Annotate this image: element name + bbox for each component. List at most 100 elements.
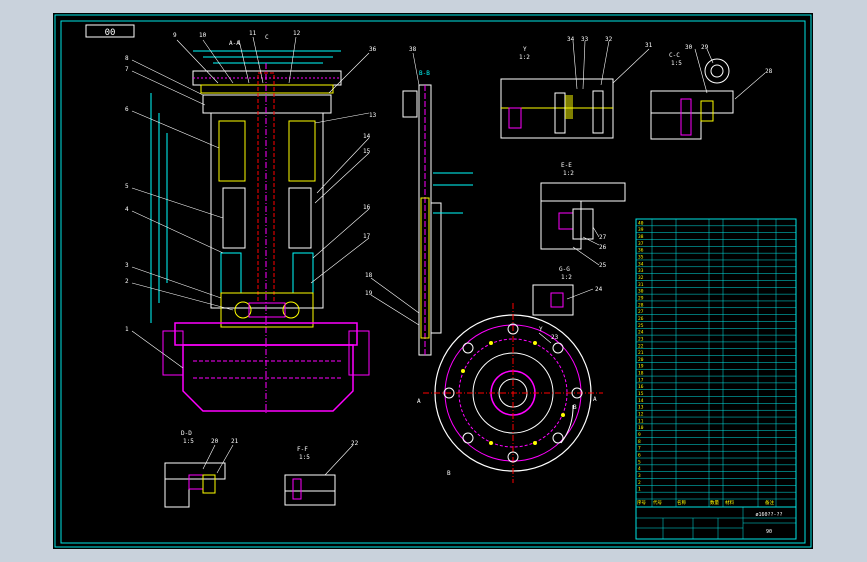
callout: 27 [599, 234, 607, 241]
bom-row-id: 13 [638, 405, 644, 411]
cad-drawing: 00 [54, 14, 812, 548]
section-title: B-B [419, 70, 430, 77]
bom-row-id: 31 [638, 282, 644, 288]
drawing-canvas[interactable]: 00 [53, 13, 813, 549]
bom-row-id: 18 [638, 371, 644, 377]
callout: 19 [365, 290, 373, 297]
callout: A [417, 398, 421, 405]
callout: 26 [599, 244, 607, 251]
bom-row-id: 6 [638, 453, 641, 459]
callout: 3 [125, 262, 129, 269]
bom-row-id: 9 [638, 432, 641, 438]
bom-row-id: 8 [638, 439, 641, 445]
bom-row-id: 1 [638, 487, 641, 493]
detail-title: F-F [297, 446, 308, 453]
plan-view: 23 Y A B B A [417, 303, 603, 483]
code-text: 00 [105, 28, 116, 38]
detail-title: C-C [669, 52, 680, 59]
bom-row-id: 40 [638, 220, 644, 226]
bom-row-id: 39 [638, 227, 644, 233]
outer-frame [54, 14, 812, 548]
callout: 1 [125, 326, 129, 333]
detail-title: E-E [561, 162, 572, 169]
detail-g-g: G-G 1:2 24 [532, 266, 603, 316]
bom-header-cell: 序号 [637, 499, 646, 506]
callout: A [593, 396, 597, 403]
callout: B [447, 470, 451, 477]
bom-row-id: 4 [638, 466, 641, 472]
bom-header-cell: 材料 [725, 499, 734, 506]
bom-row-id: 29 [638, 295, 644, 301]
bom-row-id: 32 [638, 275, 644, 281]
detail-scale: 1:5 [671, 60, 682, 67]
callout: 6 [125, 106, 129, 113]
callout: 7 [125, 66, 129, 73]
detail-scale: 1:5 [299, 454, 310, 461]
detail-scale: 1:2 [561, 274, 572, 281]
callout: 2 [125, 278, 129, 285]
detail-f-f: F-F 1:5 22 [284, 440, 359, 506]
callout: 28 [765, 68, 773, 75]
callout: 15 [363, 148, 371, 155]
callout: 8 [125, 55, 129, 62]
callout: 10 [199, 32, 207, 39]
detail-e-e: E-E 1:2 27 26 25 [540, 162, 626, 269]
title-block: ø160??-?? 90 [635, 506, 797, 540]
callout: A-A [229, 40, 240, 47]
section-b-b: B-B 38 18 19 [365, 46, 473, 356]
sheet-number: 90 [766, 529, 772, 535]
callout: B [573, 404, 577, 411]
callout: 23 [551, 334, 559, 341]
callout: 31 [645, 42, 653, 49]
bom-row-id: 3 [638, 473, 641, 479]
detail-c-c: C-C 1:5 30 29 28 [650, 44, 773, 140]
main-assembly [131, 36, 370, 413]
callout: 5 [125, 183, 129, 190]
bom-row-id: 2 [638, 480, 641, 486]
bom-row-id: 14 [638, 398, 644, 404]
callout: 32 [605, 36, 613, 43]
callout: 11 [249, 30, 257, 37]
bom-row-id: 21 [638, 350, 644, 356]
bom-row-id: 11 [638, 418, 644, 424]
bom-row-id: 33 [638, 268, 644, 274]
bom-row-id: 25 [638, 323, 644, 329]
callout: 18 [365, 272, 373, 279]
detail-scale: 1:5 [183, 438, 194, 445]
bom-row-id: 38 [638, 234, 644, 240]
callout: 16 [363, 204, 371, 211]
callout: 22 [351, 440, 359, 447]
callout: 20 [211, 438, 219, 445]
bom-row-id: 16 [638, 384, 644, 390]
callout: 33 [581, 36, 589, 43]
callout: 4 [125, 206, 129, 213]
callout: 21 [231, 438, 239, 445]
detail-title: G-G [559, 266, 570, 273]
detail-y: Y 1:2 34 33 32 31 [500, 36, 653, 139]
bom-row-id: 10 [638, 425, 644, 431]
detail-scale: 1:2 [563, 170, 574, 177]
callout: 14 [363, 133, 371, 140]
bom-row-id: 30 [638, 289, 644, 295]
bom-row-id: 15 [638, 391, 644, 397]
bom-header-cell: 名称 [677, 499, 686, 506]
bom-row-id: 36 [638, 248, 644, 254]
bom-row-id: 28 [638, 302, 644, 308]
callout: 36 [369, 46, 377, 53]
callout: 30 [685, 44, 693, 51]
inner-frame [60, 20, 806, 544]
bom-row-id: 7 [638, 446, 641, 452]
bom-header-cell: 备注 [765, 499, 774, 506]
detail-scale: 1:2 [519, 54, 530, 61]
drawing-name: ø160??-?? [755, 512, 782, 518]
bom-header-cell: 代号 [653, 499, 662, 506]
callout: 9 [173, 32, 177, 39]
assembly-callouts: 9 10 A-A 11 C 12 36 8 7 6 13 14 15 5 4 1… [125, 30, 377, 333]
bom-row-id: 20 [638, 357, 644, 363]
bom-row-id: 17 [638, 377, 644, 383]
bom-row-id: 37 [638, 241, 644, 247]
callout: C [265, 34, 269, 41]
bom-row-id: 35 [638, 254, 644, 260]
bom-row-id: 19 [638, 364, 644, 370]
